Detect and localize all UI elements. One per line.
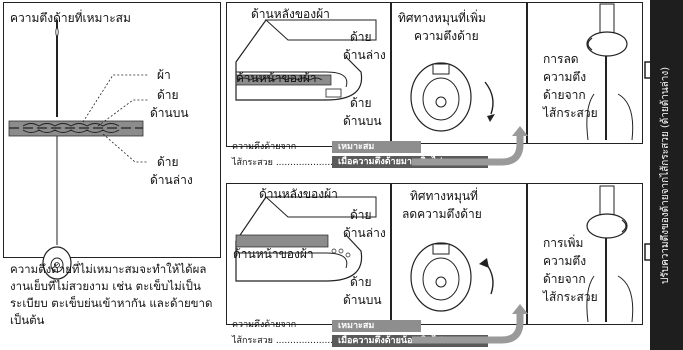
bottom-rotation-1: ทิศทางหมุนที่ — [410, 189, 478, 203]
label-fabric: ผ้า — [157, 68, 171, 82]
top-bar-ok: เหมาะสม — [332, 141, 421, 153]
top-fabric-back: ด้านหลังของผ้า — [251, 7, 330, 21]
proper-tension-illustration — [8, 20, 148, 250]
bottom-action-4: ไส้กระสวย — [543, 290, 598, 304]
bottom-action-2: ความตึง — [543, 254, 587, 268]
top-action-box — [527, 2, 643, 144]
bottom-stitch-illustration — [235, 196, 377, 282]
sidebar-text: ปรับความตึงของด้ายจากไส้กระสวย (ด้ายด้าน… — [660, 66, 671, 284]
bottom-action-box — [527, 183, 643, 325]
top-action-3: ด้ายจาก — [543, 88, 586, 102]
bottom-caption-1: ความตึงด้ายจาก — [232, 320, 297, 330]
sidebar — [650, 0, 683, 350]
bottom-rotation-2: ลดความตึงด้าย — [402, 207, 482, 221]
top-top-thread-1: ด้าย — [350, 96, 372, 110]
bottom-fabric-front: ด้านหน้าของผ้า — [233, 247, 314, 261]
top-stitch-illustration — [235, 19, 377, 101]
top-action-1: การลด — [543, 52, 579, 66]
top-bottom-thread-2: ด้านล่าง — [343, 48, 386, 62]
bobbin-weight-icon — [42, 246, 72, 280]
top-bobbin-case-icon — [410, 62, 495, 132]
top-bottom-thread-1: ด้าย — [350, 30, 372, 44]
label-bottom-thread-1: ด้าย — [157, 155, 179, 169]
bottom-top-thread-1: ด้าย — [350, 275, 372, 289]
top-bent-arrow-icon — [412, 126, 528, 166]
bottom-bobbin-case-icon — [410, 242, 494, 312]
top-fabric-front: ด้านหน้าของผ้า — [236, 71, 317, 85]
bottom-action-3: ด้ายจาก — [543, 272, 586, 286]
top-caption-1: ความตึงด้ายจาก — [232, 142, 297, 152]
bottom-fabric-back: ด้านหลังของผ้า — [259, 187, 338, 201]
bottom-bottom-thread-1: ด้าย — [350, 208, 372, 222]
top-caption-2: ไส้กระสวย ...................... — [232, 158, 339, 168]
bottom-bent-arrow-icon — [412, 304, 528, 344]
left-panel-paragraph: ความตึงด้ายที่ไม่เหมาะสมจะทำให้ได้ผลงานเ… — [10, 262, 213, 327]
bottom-top-thread-2: ด้านบน — [343, 293, 382, 307]
bottom-bottom-thread-2: ด้านล่าง — [343, 226, 386, 240]
top-screwdriver-icon — [586, 3, 634, 141]
left-panel-title: ความตึงด้ายที่เหมาะสม — [10, 11, 131, 25]
label-bottom-thread-2: ด้านล่าง — [150, 173, 193, 187]
bottom-action-1: การเพิ่ม — [543, 236, 584, 250]
bottom-screwdriver-icon — [586, 185, 634, 323]
top-rotation-2: ความตึงด้าย — [414, 29, 479, 43]
top-action-4: ไส้กระสวย — [543, 106, 598, 120]
label-top-thread-1: ด้าย — [157, 88, 179, 102]
bottom-bar-ok: เหมาะสม — [332, 320, 421, 332]
top-action-2: ความตึง — [543, 70, 587, 84]
top-top-thread-2: ด้านบน — [343, 114, 382, 128]
top-rotation-1: ทิศทางหมุนที่เพิ่ม — [398, 11, 486, 25]
bottom-caption-2: ไส้กระสวย ...................... — [232, 336, 339, 346]
label-top-thread-2: ด้านบน — [150, 106, 189, 120]
